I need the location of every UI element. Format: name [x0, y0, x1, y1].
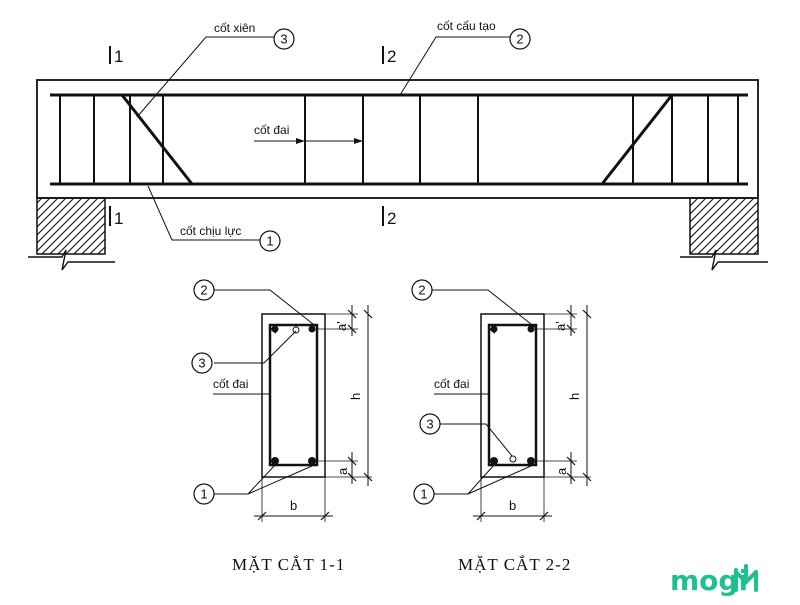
callout-number-2: 2	[516, 32, 523, 47]
label-bent-bar: cốt xiên	[214, 21, 255, 35]
section-2-dim-b: b	[509, 498, 516, 513]
section-1-callout-1: 1	[200, 487, 207, 502]
section-1-bent-bar	[292, 326, 300, 334]
section-2-bars	[490, 325, 535, 465]
label-stirrup: cốt đai	[254, 123, 289, 137]
section-mark-1-bottom-label: 1	[114, 209, 123, 228]
section-1-dim-h: h	[348, 393, 363, 400]
left-support	[28, 197, 115, 271]
section-2-2: 2 cốt đai 3 1 a' h a b MẶT CẮT	[411, 279, 592, 574]
section-2-dim-a-top: a'	[553, 321, 568, 331]
mogi-logo: mogi	[670, 564, 758, 597]
callout-main-bar: cốt chịu lực 1	[147, 185, 281, 252]
bent-bar-left	[120, 94, 194, 185]
section-2-callout-3: 3	[426, 417, 433, 432]
section-2-dim-h: h	[567, 393, 582, 400]
section-1-1: 2 3 cốt đai 1 a' h a b MẶT CẮT	[191, 279, 373, 574]
section-1-callout-2: 2	[200, 283, 207, 298]
section-1-title: MẶT CẮT 1-1	[232, 555, 345, 574]
section-mark-2-bottom-label: 2	[387, 209, 396, 228]
section-2-bent-bar	[509, 455, 517, 463]
label-construction-bar: cốt cấu tạo	[437, 19, 496, 33]
section-mark-2: 2 2	[382, 46, 396, 228]
section-1-stirrup	[268, 323, 319, 467]
section-2-callout-2: 2	[418, 283, 425, 298]
section-1-dim-a-top: a'	[334, 321, 349, 331]
section-2-title: MẶT CẮT 2-2	[458, 555, 571, 574]
callout-bent-bar: cốt xiên 3	[136, 21, 295, 118]
section-2-callout-1: 1	[420, 487, 427, 502]
section-2-outline	[480, 313, 545, 478]
section-1-callout-3: 3	[198, 356, 205, 371]
section-2-stirrup	[487, 323, 538, 467]
section-1-label-stirrup: cốt đai	[213, 377, 248, 391]
callout-stirrup: cốt đai	[254, 123, 363, 144]
beam-outline	[36, 79, 759, 199]
callout-construction-bar: cốt cấu tạo 2	[399, 19, 531, 96]
callout-number-3: 3	[280, 32, 287, 47]
section-2-label-stirrup: cốt đai	[434, 377, 469, 391]
section-mark-1-top-label: 1	[114, 47, 123, 66]
section-1-outline	[261, 313, 326, 478]
section-1-dim-a-bottom: a	[335, 467, 350, 475]
stirrups	[59, 95, 739, 184]
beam-elevation: 1 1 2 2 cốt xiên 3 cốt cấu tạo 2 cốt đai	[28, 19, 768, 271]
callout-number-1: 1	[266, 234, 273, 249]
section-1-bars	[271, 325, 316, 465]
section-2-dim-a-bottom: a	[554, 467, 569, 475]
section-mark-1: 1 1	[109, 46, 123, 228]
section-1-dim-b: b	[290, 498, 297, 513]
right-support	[680, 197, 768, 271]
label-main-bar: cốt chịu lực	[180, 224, 241, 238]
bent-bar-right	[600, 94, 674, 185]
section-mark-2-top-label: 2	[387, 47, 396, 66]
logo-icon	[734, 564, 758, 592]
